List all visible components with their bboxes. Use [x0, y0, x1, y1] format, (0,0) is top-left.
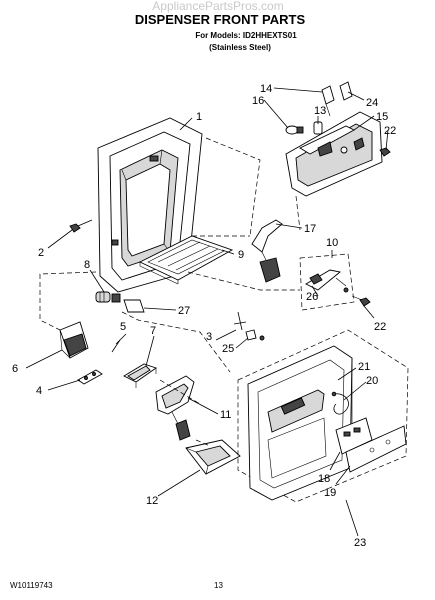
callout-4: 4: [36, 385, 42, 397]
callout-15: 15: [376, 111, 388, 123]
part-pin: [111, 339, 121, 353]
part-front-panel: [237, 329, 409, 503]
callout-6: 6: [12, 363, 18, 375]
callout-26: 26: [306, 291, 318, 303]
callout-12: 12: [146, 495, 158, 507]
part-screw-right: [351, 295, 371, 307]
callout-16: 16: [252, 95, 264, 107]
part-ice-chute: [185, 439, 241, 475]
part-bulb: [285, 125, 304, 135]
callout-7: 7: [150, 325, 156, 337]
models-line: For Models: ID2HHEXTS01: [195, 31, 297, 40]
part-switch-housing: [285, 111, 383, 197]
callout-8: 8: [84, 259, 90, 271]
part-water-lever: [251, 219, 283, 283]
callout-3: 3: [206, 331, 212, 343]
callout-20: 20: [366, 375, 378, 387]
watermark-text: AppliancePartsPros.com: [152, 0, 283, 13]
callout-14: 14: [260, 83, 272, 95]
assembly-outline-left: [195, 439, 211, 447]
callout-labels: 1 2 3 4 5 6 7 8 9 10 11 12 13 14 15 16 1…: [12, 83, 396, 549]
leader-lines: [25, 87, 389, 537]
callout-18: 18: [318, 473, 330, 485]
callout-13: 13: [314, 105, 326, 117]
callout-2: 2: [38, 247, 44, 259]
callout-21: 21: [358, 361, 370, 373]
callout-19: 19: [324, 487, 336, 499]
callout-23: 23: [354, 537, 366, 549]
diagram-title: DISPENSER FRONT PARTS: [135, 12, 306, 27]
callout-9: 9: [238, 249, 244, 261]
callout-27: 27: [178, 305, 190, 317]
part-screw-left: [69, 219, 93, 233]
callout-10: 10: [326, 237, 338, 249]
part-hinge-bracket: [77, 369, 103, 385]
part-small-pins: [233, 311, 265, 341]
part-actuator-arm: [155, 375, 195, 441]
part-drip-tray: [138, 235, 234, 285]
assembly-outline-left: [187, 271, 300, 291]
callout-22-upper: 22: [384, 125, 396, 137]
finish-line: (Stainless Steel): [209, 43, 271, 52]
part-membrane-panel: [345, 425, 407, 473]
document-number: W10119743: [10, 581, 53, 590]
part-wire-harness: [331, 391, 349, 415]
callout-1: 1: [196, 111, 202, 123]
part-screw-upper: [379, 147, 391, 157]
assembly-outline-right: [295, 195, 301, 231]
part-flap-door: [59, 321, 89, 359]
assembly-outline-left: [121, 311, 231, 373]
callout-25: 25: [222, 343, 234, 355]
callout-17: 17: [304, 223, 316, 235]
callout-11: 11: [220, 409, 231, 421]
assembly-outline-left: [205, 137, 261, 237]
callout-22-lower: 22: [374, 321, 386, 333]
part-paddle-assembly: [299, 253, 355, 311]
part-switch: [321, 85, 335, 117]
callout-5: 5: [120, 321, 126, 333]
page-number: 13: [214, 581, 223, 590]
callout-24: 24: [366, 97, 378, 109]
part-spring-and-cap: [95, 291, 145, 313]
part-clip: [339, 81, 353, 101]
part-lever-bracket: [123, 363, 157, 388]
assembly-outline-left: [39, 271, 97, 331]
